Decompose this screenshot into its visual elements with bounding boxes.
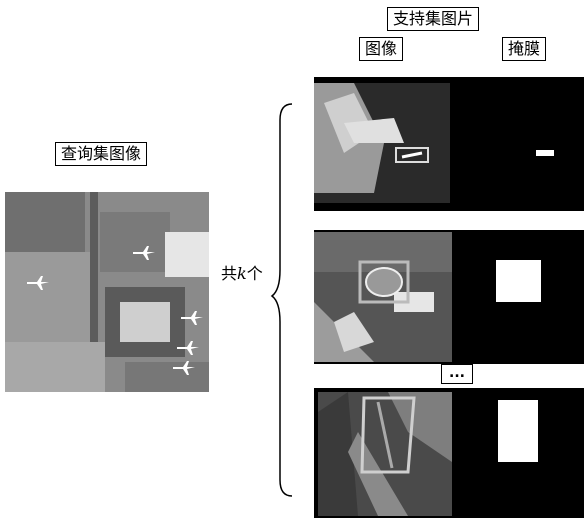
k-prefix: 共: [221, 264, 238, 283]
curly-brace: [270, 103, 293, 497]
support-image-2: [314, 232, 452, 362]
support-row-2: [314, 230, 584, 364]
support-image-3: [318, 392, 452, 516]
mask-column-label: 掩膜: [502, 37, 547, 61]
query-image: [5, 192, 209, 392]
support-set-label: 支持集图片: [387, 7, 480, 31]
support-row-1: [314, 77, 584, 211]
query-set-label: 查询集图像: [55, 142, 148, 166]
image-column-label: 图像: [359, 37, 404, 61]
mask-1: [536, 150, 554, 156]
ellipsis-box: ...: [441, 364, 473, 384]
mask-2: [496, 260, 541, 302]
k-suffix: 个: [246, 264, 263, 283]
support-image-1: [314, 83, 450, 203]
mask-3: [498, 400, 538, 462]
k-variable: k: [237, 264, 247, 283]
support-row-3: [314, 388, 584, 518]
k-count-label: 共k个: [221, 264, 263, 284]
airplane-icon: [27, 246, 203, 375]
